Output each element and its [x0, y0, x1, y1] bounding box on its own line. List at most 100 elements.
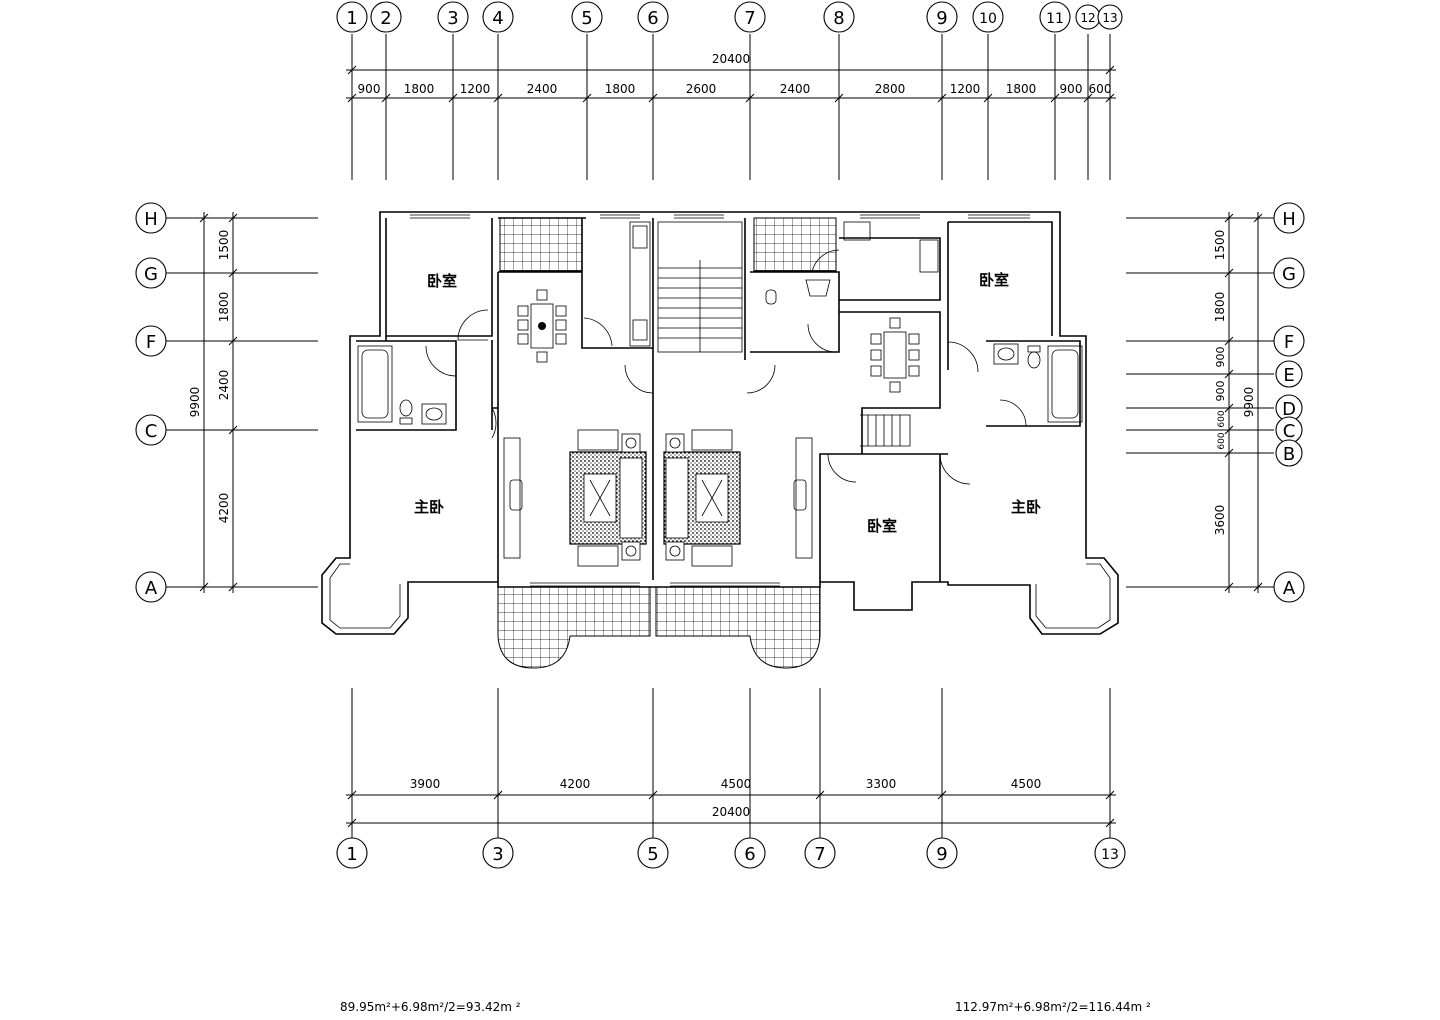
right-row-bubbles: H G F E D C B A: [1273, 202, 1305, 603]
svg-text:13: 13: [1101, 847, 1119, 863]
left-total-dim: 9900: [188, 387, 202, 418]
top-dim: 900: [358, 82, 381, 96]
svg-text:9: 9: [936, 8, 947, 29]
svg-text:6: 6: [647, 8, 658, 29]
right-dim: 1500: [1213, 230, 1227, 261]
axis-bubble: 11: [1039, 1, 1071, 33]
svg-text:3: 3: [447, 8, 458, 29]
svg-text:7: 7: [814, 844, 825, 865]
kitchen-counter-right: [843, 221, 939, 273]
axis-bubble: 5: [571, 1, 603, 33]
top-dim: 600: [1089, 82, 1112, 96]
axis-bubble: 9: [926, 837, 958, 869]
sofa-set-right: [663, 429, 741, 567]
left-row-lines: [166, 217, 318, 588]
axis-bubble: 7: [804, 837, 836, 869]
top-light-well-right: [753, 217, 837, 272]
bottom-axis-bubbles: 1 3 5 6 7 9 13: [336, 837, 1126, 869]
toilet-right: [1027, 345, 1041, 369]
axis-bubble: H: [135, 202, 167, 234]
bottom-dim: 4500: [721, 777, 752, 791]
area-note-left: 89.95m²+6.98m²/2=93.42m ²: [340, 1000, 521, 1014]
svg-text:4: 4: [492, 8, 503, 29]
svg-text:H: H: [144, 209, 158, 230]
axis-bubble: G: [135, 257, 167, 289]
bottom-dim: 3300: [866, 777, 897, 791]
svg-text:3: 3: [492, 844, 503, 865]
svg-text:C: C: [1283, 421, 1296, 442]
right-dim-ticks: [1224, 213, 1263, 592]
svg-text:7: 7: [744, 8, 755, 29]
top-dim-ticks: [347, 65, 1115, 103]
windows: [410, 214, 1030, 587]
svg-text:10: 10: [979, 11, 997, 27]
top-dim: 2600: [686, 82, 717, 96]
top-dim: 2400: [527, 82, 558, 96]
axis-bubble: 10: [972, 1, 1004, 33]
svg-text:1: 1: [346, 8, 357, 29]
staircase: [657, 221, 911, 447]
axis-bubble: B: [1275, 439, 1303, 467]
top-axis-bubbles: 1 2 3 4 5 6 7 8 9 10 11 12 13: [336, 1, 1123, 33]
bottom-dim: 3900: [410, 777, 441, 791]
top-segment-dims: 900 1800 1200 2400 1800 2600 2400 2800 1…: [358, 82, 1112, 96]
top-dim: 1800: [605, 82, 636, 96]
axis-bubble: A: [1273, 571, 1305, 603]
bay-window-left: [329, 563, 401, 629]
toilet-left: [399, 399, 413, 425]
room-label-master-bedroom: 主卧: [1011, 498, 1041, 516]
top-dim: 1200: [950, 82, 981, 96]
left-dim: 2400: [217, 370, 231, 401]
axis-bubble: 3: [437, 1, 469, 33]
svg-text:9: 9: [936, 844, 947, 865]
axis-bubble: 13: [1094, 837, 1126, 869]
sink-mid: [805, 279, 831, 297]
svg-text:1: 1: [346, 844, 357, 865]
axis-bubble: 13: [1097, 4, 1123, 30]
top-total-dim: 20400: [712, 52, 750, 66]
svg-text:G: G: [1282, 264, 1296, 285]
right-dim: 600: [1217, 410, 1227, 427]
top-axis-lines: [351, 34, 1111, 180]
dining-table-left: [517, 289, 567, 363]
axis-bubble: E: [1275, 360, 1303, 388]
svg-text:8: 8: [833, 8, 844, 29]
left-dim: 4200: [217, 493, 231, 524]
room-label-master-bedroom: 主卧: [414, 498, 444, 516]
svg-text:F: F: [1284, 332, 1294, 353]
bottom-dim-ticks: [347, 790, 1115, 828]
tv-cabinet-left: [503, 437, 523, 559]
svg-text:A: A: [145, 578, 158, 599]
top-dim: 1800: [1006, 82, 1037, 96]
axis-bubble: G: [1273, 257, 1305, 289]
axis-bubble: C: [135, 414, 167, 446]
svg-text:6: 6: [744, 844, 755, 865]
right-total-dim: 9900: [1242, 387, 1256, 418]
svg-text:5: 5: [581, 8, 592, 29]
bottom-balcony-left: [497, 586, 651, 669]
svg-text:A: A: [1283, 578, 1296, 599]
top-dim: 2800: [875, 82, 906, 96]
axis-bubble: 2: [370, 1, 402, 33]
right-dim: 1800: [1213, 292, 1227, 323]
area-note-right: 112.97m²+6.98m²/2=116.44m ²: [955, 1000, 1151, 1014]
left-row-system: 9900 1500 1800 2400 4200 H G F C A: [135, 202, 318, 603]
axis-bubble: 9: [926, 1, 958, 33]
toilet-mid: [765, 289, 777, 305]
svg-text:H: H: [1282, 209, 1296, 230]
axis-bubble: 8: [823, 1, 855, 33]
axis-bubble: 6: [637, 1, 669, 33]
sofa-set-left: [569, 429, 647, 567]
svg-text:G: G: [144, 264, 158, 285]
bottom-balcony-right: [655, 586, 821, 669]
interior-walls-right: [744, 218, 1081, 582]
svg-text:D: D: [1282, 399, 1296, 420]
axis-bubble: 1: [336, 837, 368, 869]
building: 卧室 主卧 卧室 卧室 主卧: [321, 211, 1119, 669]
tv-cabinet-right: [793, 437, 813, 559]
bottom-total-dim: 20400: [712, 805, 750, 819]
svg-text:2: 2: [380, 8, 391, 29]
axis-bubble: 4: [482, 1, 514, 33]
top-axis-system: 20400 900 1800 1200 2400 1800 2600 2400 …: [336, 1, 1123, 180]
